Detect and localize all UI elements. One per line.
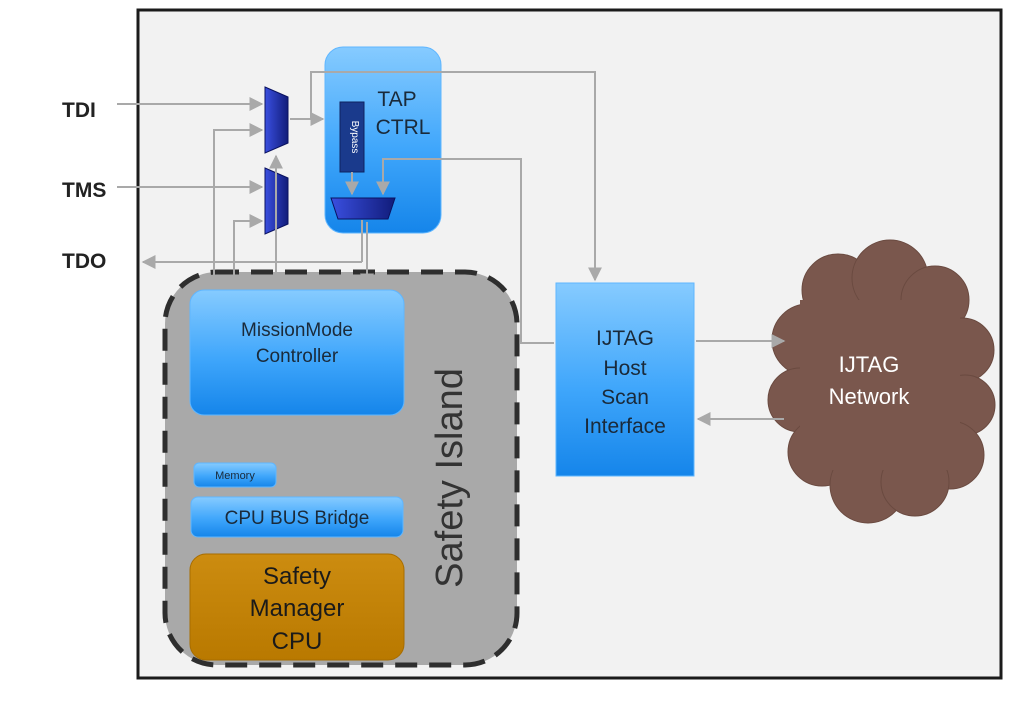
safety-island-label: Safety Island — [429, 368, 471, 588]
tap-controller-label-line2: CTRL — [376, 116, 431, 139]
signal-tdi-label: TDI — [62, 99, 96, 122]
connectors — [117, 71, 786, 553]
network-label-line2: Network — [829, 384, 911, 409]
mission-to-mux2-connector — [233, 214, 264, 288]
signal-tms-label: TMS — [62, 179, 106, 202]
mission-to-mux1-connector — [213, 123, 264, 288]
tap-to-host-connector — [290, 71, 602, 282]
host-label-line3: Scan — [601, 386, 649, 409]
tap-controller-label-line1: TAP — [377, 88, 416, 111]
safety-manager-cpu-label-line3: CPU — [272, 628, 323, 655]
host-label-line1: IJTAG — [596, 327, 654, 350]
cpu-bus-bridge-label: CPU BUS Bridge — [225, 508, 370, 529]
ijtag-network-cloud — [767, 239, 996, 524]
bypass-register-label: Bypass — [349, 121, 360, 154]
ijtag-host-scan-interface-block — [555, 282, 695, 477]
missionmode-controller-block — [189, 289, 405, 416]
safety-manager-cpu-label-line2: Manager — [250, 595, 345, 622]
safety-manager-cpu-block — [189, 553, 405, 661]
cpu-bus-bridge-block — [190, 496, 404, 538]
signal-tdo-label: TDO — [62, 250, 106, 273]
tap-output-mux — [330, 197, 396, 220]
host-label-line2: Host — [603, 357, 646, 380]
host-to-tap-mux-connector — [376, 158, 554, 344]
memory-block — [193, 462, 277, 488]
network-label-line1: IJTAG — [839, 352, 900, 377]
missionmode-controller-label-line1: MissionMode — [241, 320, 353, 341]
tdi-input-mux — [264, 86, 289, 154]
missionmode-controller-label-line2: Controller — [256, 346, 339, 367]
bypass-register — [339, 101, 365, 173]
host-label-line4: Interface — [584, 415, 666, 438]
safety-manager-cpu-label-line1: Safety — [263, 563, 331, 590]
memory-label: Memory — [215, 470, 255, 482]
